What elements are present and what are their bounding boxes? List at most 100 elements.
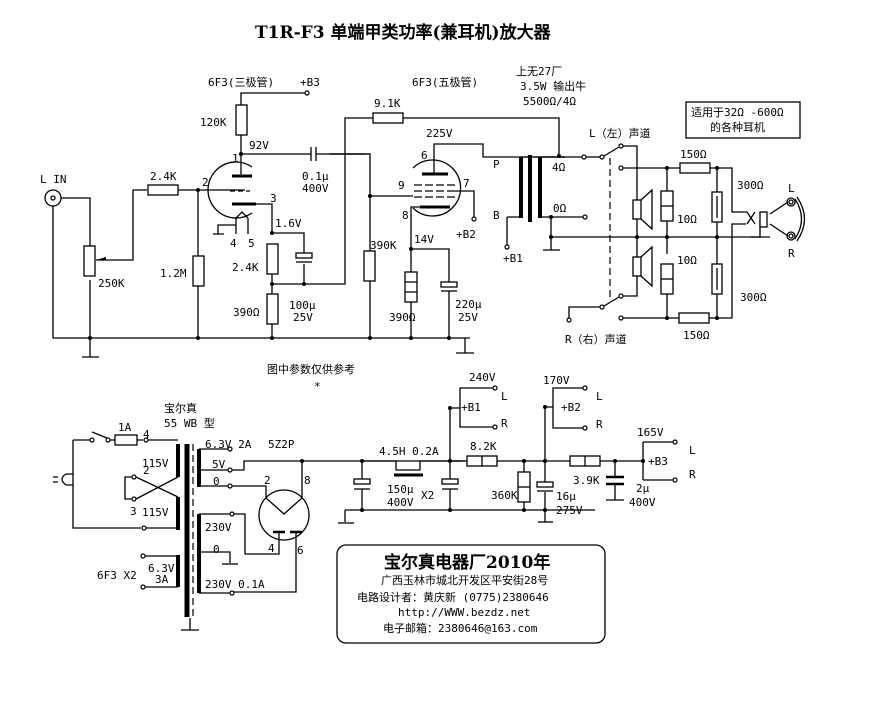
b3-l: L: [689, 444, 696, 457]
rectifier-pin-4: 4: [268, 542, 275, 555]
heater-current: 3A: [155, 573, 169, 586]
pin-8: 8: [402, 209, 409, 222]
pentode-plate-voltage: 225V: [426, 127, 453, 140]
b2-r: R: [596, 418, 603, 431]
schematic-title: T1R-F3 单端甲类功率(兼耳机)放大器: [255, 22, 552, 43]
b1-l: L: [501, 390, 508, 403]
resistor-150-top: [679, 162, 711, 174]
resistor-300-bottom-value: 300Ω: [740, 291, 767, 304]
choke-value: 4.5H 0.2A: [379, 445, 439, 458]
cap-2u-voltage: 400V: [629, 496, 656, 509]
resistor-3k9-value: 3.9K: [573, 474, 600, 487]
cathode-resistor-2: [266, 293, 279, 325]
cathode-resistor-2-value: 390Ω: [233, 306, 260, 319]
b1-label: +B1: [503, 252, 523, 265]
resistor-150-bottom: [678, 312, 710, 324]
psu-b3-label: +B3: [648, 455, 668, 468]
left-channel-switch[interactable]: [599, 154, 605, 160]
phones-left-label: L: [788, 182, 795, 195]
rectifier-pin-6: 6: [297, 544, 304, 557]
reference-note: 图中参数仅供参考: [267, 362, 355, 376]
power-plug-icon: [53, 473, 74, 486]
company-designer: 电路设计者：黄庆新 (0775)2380646: [357, 590, 549, 604]
tap-0-ohm: 0Ω: [553, 202, 567, 215]
primary-pin-4: 4: [143, 428, 150, 441]
filter-cap-16u: [536, 481, 554, 488]
grid-stop-resistor: [147, 184, 179, 196]
coupling-cap-value: 0.1μ: [302, 170, 329, 183]
right-channel-switch[interactable]: [599, 304, 605, 310]
rectifier-pin-8: 8: [304, 474, 311, 487]
pin-4: 4: [230, 237, 237, 250]
cathode-resistor-1-value: 2.4K: [232, 261, 259, 274]
headphone-note-line1: 适用于32Ω -600Ω: [691, 106, 784, 119]
input-label: L IN: [40, 173, 67, 186]
main-cap-voltage: 400V: [387, 496, 414, 509]
pentode-cathode-voltage: 14V: [414, 233, 434, 246]
rectifier-label: 5Z2P: [268, 438, 295, 451]
resistor-10-bottom-value: 10Ω: [677, 254, 697, 267]
main-cap-value: 150μ: [387, 483, 414, 496]
pentode-cap-value: 220μ: [455, 298, 482, 311]
heater-label: 6F3 X2: [97, 569, 137, 582]
b2-l: L: [596, 390, 603, 403]
cap-16u-voltage: 275V: [556, 504, 583, 517]
secondary-6v3: 6.3V 2A: [205, 438, 252, 451]
output-transformer-rating: 3.5W 输出牛: [520, 79, 586, 93]
cap-16u-value: 16μ: [556, 490, 576, 503]
resistor-10-top-value: 10Ω: [677, 213, 697, 226]
output-transformer-maker: 上无27厂: [516, 65, 562, 78]
cap-2u-value: 2μ: [636, 482, 650, 495]
cathode-voltage: 1.6V: [275, 217, 302, 230]
psu-b1-label: +B1: [461, 401, 481, 414]
cathode-cap-value: 100μ: [289, 299, 316, 312]
transformer-p-label: P: [493, 158, 500, 171]
resistor-300-top-value: 300Ω: [737, 179, 764, 192]
main-cap-count: X2: [421, 489, 434, 502]
cathode-cap: [295, 252, 313, 259]
filter-cap-2: [441, 478, 459, 485]
secondary-0a: 0: [213, 475, 220, 488]
pot-value: 250K: [98, 277, 125, 290]
primary-voltage-2: 115V: [142, 506, 169, 519]
right-channel-label: R（右）声道: [565, 332, 627, 346]
secondary-230v-b: 230V 0.1A: [205, 578, 265, 591]
secondary-230v-a: 230V: [205, 521, 232, 534]
triode-label: 6F3(三极管): [208, 75, 274, 89]
plate-resistor-value: 120K: [200, 116, 227, 129]
resistor-150-bottom-value: 150Ω: [683, 329, 710, 342]
left-speaker: [632, 199, 642, 220]
input-jack: [44, 189, 62, 207]
b3-voltage: 165V: [637, 426, 664, 439]
screen-resistor-value: 390K: [370, 239, 397, 252]
power-transformer-model: 55 WB 型: [164, 416, 215, 430]
pentode-cathode-cap: [440, 281, 458, 288]
resistor-8k2-value: 8.2K: [470, 440, 497, 453]
pentode-envelope: [412, 159, 462, 217]
b1-r: R: [501, 417, 508, 430]
coupling-cap-voltage: 400V: [302, 182, 329, 195]
primary-pin-3: 3: [130, 505, 137, 518]
heater-voltage: 6.3V: [148, 562, 175, 575]
headphone-note-box: [685, 101, 801, 139]
cathode-cap-voltage: 25V: [293, 311, 313, 324]
power-switch[interactable]: [91, 431, 108, 439]
output-transformer-impedance: 5500Ω/4Ω: [523, 95, 576, 108]
phones-right-label: R: [788, 247, 795, 260]
resistor-150-top-value: 150Ω: [680, 148, 707, 161]
fuse: [114, 434, 138, 446]
b1-voltage: 240V: [469, 371, 496, 384]
company-website-link[interactable]: http://WWW.bezdz.net: [398, 606, 530, 619]
left-channel-label: L（左）声道: [589, 126, 651, 140]
feedback-resistor-value: 9.1K: [374, 97, 401, 110]
primary-voltage-1: 115V: [142, 457, 169, 470]
fuse-value: 1A: [118, 421, 132, 434]
company-email-link[interactable]: 电子邮箱：2380646@163.com: [383, 621, 538, 635]
resistor-360k-value: 360K: [491, 489, 518, 502]
pin-9: 9: [398, 179, 405, 192]
pentode-cathode-resistor: [404, 271, 418, 303]
b3-r: R: [689, 468, 696, 481]
company-info-box: [336, 544, 606, 644]
headphone-jack[interactable]: [759, 211, 768, 228]
